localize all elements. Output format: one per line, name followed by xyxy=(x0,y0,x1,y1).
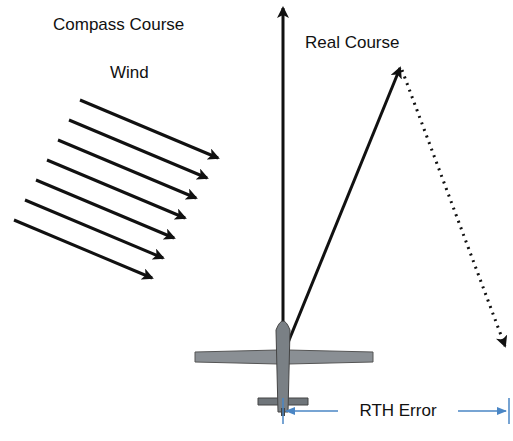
wind-arrows xyxy=(14,100,218,278)
axis-label: Real Course xyxy=(305,33,400,53)
dimension-label: RTH Error xyxy=(355,401,440,421)
axis-label: Compass Course xyxy=(53,15,184,35)
return-path-dotted xyxy=(402,70,505,346)
drone-symbol xyxy=(195,321,373,416)
compass-course-arrow xyxy=(282,8,285,355)
real-course-arrow xyxy=(283,68,400,355)
wind-label: Wind xyxy=(110,63,149,83)
rth-error-dimension xyxy=(283,398,509,424)
